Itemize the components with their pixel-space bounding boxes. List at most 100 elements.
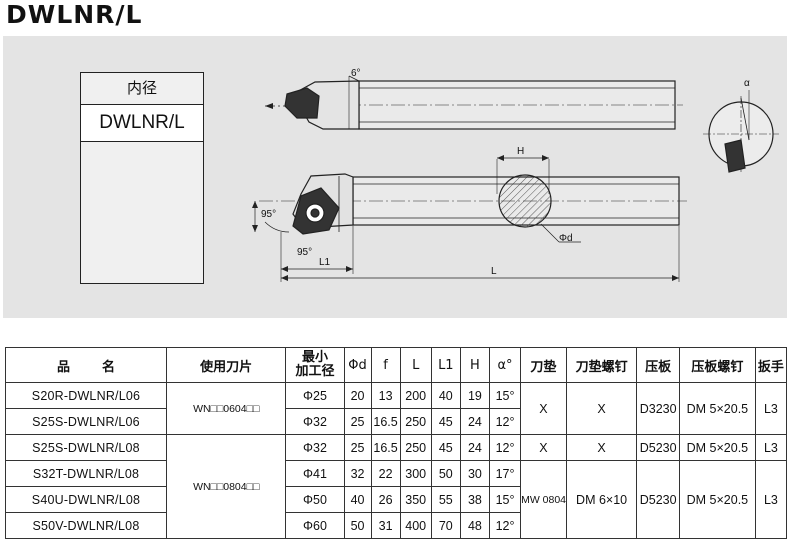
- cell-f: 31: [370, 512, 401, 539]
- cell-insert: WN□□0804□□: [165, 434, 287, 539]
- cell-h: 48: [459, 512, 490, 539]
- type-label-box: 内径 DWLNR/L: [80, 72, 204, 284]
- cell-l1: 50: [430, 460, 461, 487]
- cell-shim-screw: X: [565, 382, 638, 435]
- cell-clamp: D5230: [636, 460, 680, 539]
- col-l: L: [399, 347, 432, 383]
- cell-d: 20: [343, 382, 372, 409]
- dim-l: L: [491, 266, 497, 277]
- cell-min: Φ41: [285, 460, 345, 487]
- technical-drawing: 内径 DWLNR/L 6° α H Φd 95° 95° L1 L: [3, 36, 787, 318]
- col-clamp: 压板: [636, 347, 680, 383]
- cell-d: 25: [343, 434, 372, 461]
- cell-h: 30: [459, 460, 490, 487]
- cell-h: 19: [459, 382, 490, 409]
- cell-alpha: 12°: [488, 408, 522, 435]
- cell-l: 200: [399, 382, 432, 409]
- cell-insert: WN□□0604□□: [165, 382, 287, 435]
- table-row: S50V-DWLNR/L08 Φ60 50 31 400 70 48 12°: [5, 512, 787, 539]
- cell-clamp-screw: DM 5×20.5: [678, 382, 756, 435]
- cell-h: 24: [459, 408, 490, 435]
- cell-clamp-screw: DM 5×20.5: [678, 460, 756, 539]
- cell-l: 250: [399, 434, 432, 461]
- cell-model: S50V-DWLNR/L08: [5, 512, 167, 539]
- cell-l1: 55: [430, 486, 461, 513]
- cell-l: 350: [399, 486, 432, 513]
- cell-shim-screw: X: [565, 434, 638, 461]
- cell-f: 16.5: [370, 408, 401, 435]
- cell-min: Φ32: [285, 408, 345, 435]
- spec-table: 品名 使用刀片 最小加工径 Φd f L L1 H α° 刀垫 刀垫螺钉 压板 …: [5, 347, 788, 539]
- cell-h: 38: [459, 486, 490, 513]
- col-l1: L1: [430, 347, 461, 383]
- cell-min: Φ32: [285, 434, 345, 461]
- cell-shim-screw: DM 6×10: [565, 460, 638, 539]
- page-title: DWLNR/L: [6, 0, 143, 29]
- cell-f: 16.5: [370, 434, 401, 461]
- table-header-row: 品名 使用刀片 最小加工径 Φd f L L1 H α° 刀垫 刀垫螺钉 压板 …: [5, 347, 788, 383]
- bar-side-view: [252, 155, 687, 282]
- dim-l1: L1: [319, 257, 331, 268]
- col-clamp-screw: 压板螺钉: [678, 347, 756, 383]
- table-row: S20R-DWLNR/L06 WN□□0604□□ Φ25 20 13 200 …: [5, 382, 788, 435]
- cell-wrench: L3: [754, 434, 788, 461]
- col-insert: 使用刀片: [165, 347, 287, 383]
- col-f: f: [370, 347, 401, 383]
- cell-alpha: 15°: [488, 382, 522, 409]
- col-alpha: α°: [488, 347, 522, 383]
- col-name: 品名: [5, 347, 167, 383]
- cell-min: Φ60: [285, 512, 345, 539]
- table-row: S25S-DWLNR/L08 WN□□0804□□ Φ32 25 16.5 25…: [5, 434, 788, 539]
- cell-d: 32: [343, 460, 372, 487]
- col-h: H: [459, 347, 490, 383]
- cell-shim: X: [520, 382, 567, 435]
- cell-alpha: 12°: [488, 512, 522, 539]
- cell-l1: 45: [430, 408, 461, 435]
- col-shim: 刀垫: [520, 347, 567, 383]
- dim-alpha: α: [744, 78, 750, 89]
- col-shim-screw: 刀垫螺钉: [565, 347, 638, 383]
- cell-model: S20R-DWLNR/L06: [5, 382, 167, 409]
- cell-d: 40: [343, 486, 372, 513]
- cell-l: 300: [399, 460, 432, 487]
- cell-l: 400: [399, 512, 432, 539]
- tool-code-label: DWLNR/L: [81, 105, 203, 142]
- cell-f: 22: [370, 460, 401, 487]
- cell-l1: 45: [430, 434, 461, 461]
- cell-alpha: 17°: [488, 460, 522, 487]
- cell-model: S25S-DWLNR/L06: [5, 408, 167, 435]
- cell-h: 24: [459, 434, 490, 461]
- cell-l1: 40: [430, 382, 461, 409]
- cell-alpha: 12°: [488, 434, 522, 461]
- dim-h: H: [517, 146, 525, 157]
- table-row: S25S-DWLNR/L06 Φ32 25 16.5 250 45 24 12°: [5, 408, 787, 435]
- dim-angle-6: 6°: [351, 68, 361, 79]
- bar-top-view: [265, 75, 683, 130]
- cell-d: 50: [343, 512, 372, 539]
- cell-wrench: L3: [754, 460, 788, 539]
- cell-clamp: D3230: [636, 382, 680, 435]
- cell-alpha: 15°: [488, 486, 522, 513]
- cell-min: Φ25: [285, 382, 345, 409]
- cell-model: S25S-DWLNR/L08: [5, 434, 167, 461]
- cell-wrench: L3: [754, 382, 788, 435]
- cell-model: S32T-DWLNR/L08: [5, 460, 167, 487]
- cell-clamp-screw: DM 5×20.5: [678, 434, 756, 461]
- end-view: [703, 90, 779, 173]
- table-row: S40U-DWLNR/L08 Φ50 40 26 350 55 38 15°: [5, 486, 787, 513]
- dim-angle-95-side: 95°: [261, 209, 277, 220]
- table-row: S32T-DWLNR/L08 Φ41 32 22 300 50 30 17° M…: [5, 460, 788, 539]
- cell-d: 25: [343, 408, 372, 435]
- cell-model: S40U-DWLNR/L08: [5, 486, 167, 513]
- cell-l: 250: [399, 408, 432, 435]
- cell-shim: X: [520, 434, 567, 461]
- cell-f: 26: [370, 486, 401, 513]
- bore-type-label: 内径: [81, 73, 203, 105]
- dim-phi-d: Φd: [559, 233, 573, 244]
- cell-shim: MW 0804: [520, 460, 567, 539]
- col-min-bore: 最小加工径: [285, 347, 345, 383]
- cell-l1: 70: [430, 512, 461, 539]
- col-wrench: 扳手: [754, 347, 788, 383]
- col-phi-d: Φd: [343, 347, 372, 383]
- cell-f: 13: [370, 382, 401, 409]
